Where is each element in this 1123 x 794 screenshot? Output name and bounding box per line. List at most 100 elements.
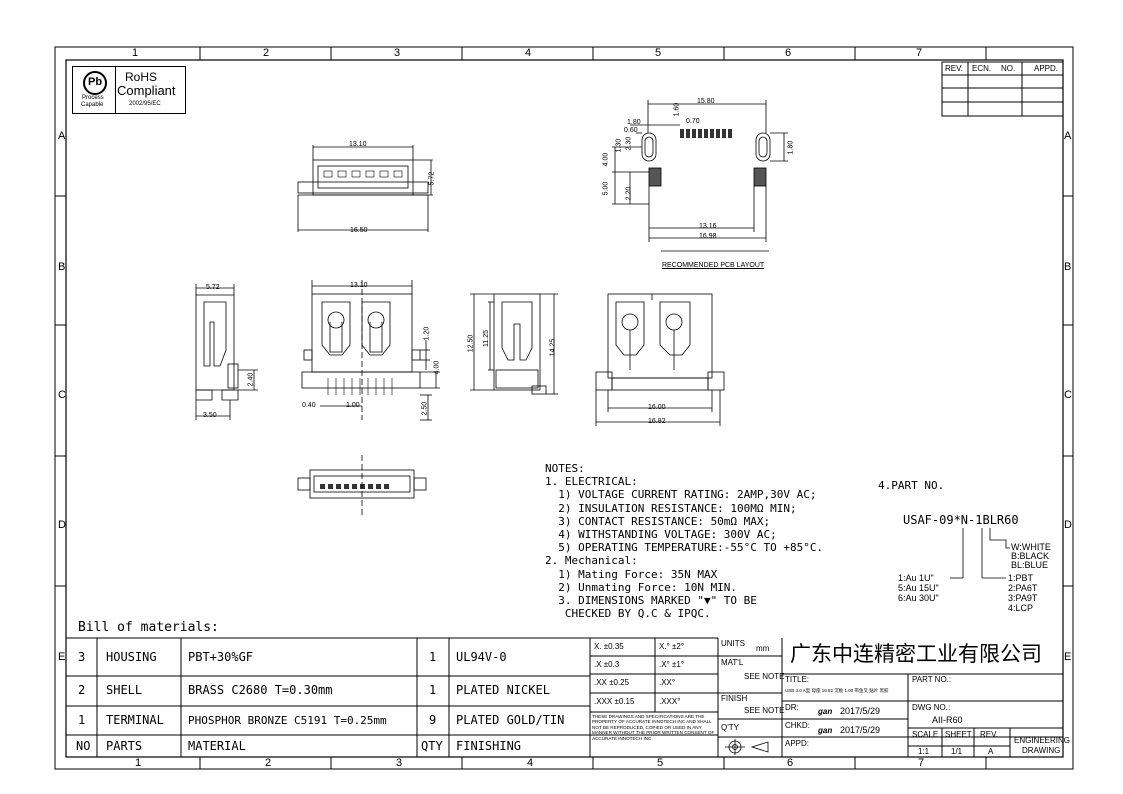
dim-front-13-10: 13.10 [350,282,368,289]
part-no-material-4: 4:LCP [1008,603,1034,613]
dim-front-1-00: 1.00 [346,402,360,409]
bom-finish: UL94V-0 [456,650,507,664]
zone-row-a-right: A [1064,130,1072,142]
zone-row-e-left: E [58,651,66,663]
projection-symbol-icon [725,739,769,755]
dim-top-width: 13.10 [349,141,367,148]
zone-col-1-top: 1 [132,47,139,59]
notes-line: 2. Mechanical: [545,554,638,568]
rohs-title: RoHS [125,70,158,84]
notes-line: 1. ELECTRICAL: [545,475,638,489]
chkd-date: 2017/5/29 [840,725,881,735]
rohs-directive: 2002/95/EC [129,101,161,107]
pcb-layout-label: RECOMMENDED PCB LAYOUT [662,262,765,269]
dim-pcb-16-98: 16.98 [699,233,717,240]
dim-pcb-0-70: 0.70 [686,118,700,125]
part-no-material-1: 1:PBT [1008,573,1034,583]
bom-part: HOUSING [106,650,157,664]
part-no-color-blue: BL:BLUE [1011,560,1049,570]
front-view [301,280,440,421]
bom-header-finishing: FINISHING [456,739,522,753]
dr-date: 2017/5/29 [840,706,881,716]
qty-label: Q'TY [721,723,739,732]
rohs-logo: Pb Process Capable RoHS Compliant 2002/9… [72,66,186,114]
appd-label: APPD: [785,739,810,748]
bom-finish: PLATED NICKEL [456,683,550,697]
zone-col-2-bottom: 2 [265,757,272,769]
part-no-leaders [950,528,1010,579]
rohs-subtitle: Compliant [117,83,176,98]
ecn-header: ECN. [972,64,992,73]
title-label: TITLE: [785,675,810,684]
units-label: UNITS [721,639,745,648]
dim-pcb-5-00: 5.00 [602,181,610,196]
notes-line: 3. DIMENSIONS MARKED "▼" TO BE [545,594,757,608]
dim-top-overall: 16.50 [350,227,368,234]
rev-header: REV. [945,64,963,73]
tol-angular-1: .X° ±1° [659,660,685,669]
tol-linear-3: .XXX ±0.15 [594,697,635,706]
zone-col-5-bottom: 5 [657,757,664,769]
bom-grid [66,637,718,757]
side-view [195,284,258,420]
dim-iso-16-82: 16.82 [648,418,666,425]
part-no-material-3: 3:PA9T [1008,593,1038,603]
part-no-plating-6: 6:Au 30U" [898,593,939,603]
bom-no: 3 [78,650,86,664]
finish-label: FINISH [721,694,748,703]
part-no-material-2: 2:PA6T [1008,583,1038,593]
notes-line: 2) Unmating Force: 10N MIN. [545,580,738,594]
dim-front-0-40: 0.40 [302,402,316,409]
zone-col-5-top: 5 [655,47,662,59]
bom-no: 1 [78,713,86,727]
dim-front-1-20: 1.20 [423,326,431,341]
dim-top-height: 5.72 [428,171,436,186]
dim-pcb-1-80a: 1.80 [627,119,641,126]
bom-material: PBT+30%GF [188,650,254,664]
matl-label: MAT'L [721,658,744,667]
dim-front-4-00: 4.00 [433,360,441,375]
dim-rear-12-50: 12.50 [467,334,475,353]
bom-qty: 1 [429,650,437,664]
notes-line: 2) INSULATION RESISTANCE: 100MΩ MIN; [545,501,797,515]
bom-qty: 9 [429,713,437,727]
bottom-view [297,455,427,515]
zone-col-4-bottom: 4 [527,757,534,769]
pb-label: Pb [88,76,103,88]
notes-line: 1) VOLTAGE CURRENT RATING: 2AMP,30V AC; [545,488,817,502]
bom-title: Bill of materials: [78,620,219,635]
title-block-grid [590,638,1063,757]
company-name: 广东中连精密工业有限公司 [790,642,1042,666]
pb-caption-capable: Capable [81,102,104,108]
disclaimer: THESE DRAWINGS AND SPECIFICATIONS ARE TH… [592,714,715,741]
part-no-label: PART NO.: [912,675,952,684]
zone-col-3-bottom: 3 [396,757,403,769]
pb-caption-process: Process [82,95,104,101]
top-view [297,145,433,232]
dim-pcb-13-16: 13.16 [699,223,717,230]
bom-qty: 1 [429,683,437,697]
tol-angular-3: .XXX° [659,697,681,706]
dim-pcb-2-20: 2.20 [625,186,633,201]
dr-name: gan [818,707,833,716]
zone-row-d-left: D [58,519,66,531]
dim-front-2-50: 2.50 [421,401,429,416]
notes-line: 1) Mating Force: 35N MAX [545,567,718,581]
zone-col-1-bottom: 1 [135,757,142,769]
notes-block: NOTES: 1. ELECTRICAL: 1) VOLTAGE CURRENT… [545,462,875,620]
dim-pcb-0-60: 0.60 [624,127,638,134]
bom-header-parts: PARTS [106,739,143,753]
eng-label-2: DRAWING [1022,746,1061,755]
sheet-label: SHEET [945,730,972,739]
dim-pcb-2-30: 2.30 [625,136,633,151]
no-header: NO. [1001,64,1016,73]
zone-col-7-top: 7 [916,47,923,59]
dim-side-3-50: 3.50 [203,412,217,419]
dim-pcb-15-80: 15.80 [697,98,715,105]
bom-header-material: MATERIAL [188,739,246,753]
zone-row-b-left: B [58,261,66,273]
tol-angular-2: .XX° [659,678,676,687]
units-value: mm [756,644,770,653]
zone-col-2-top: 2 [263,47,270,59]
part-no-heading: 4.PART NO. [878,479,945,492]
